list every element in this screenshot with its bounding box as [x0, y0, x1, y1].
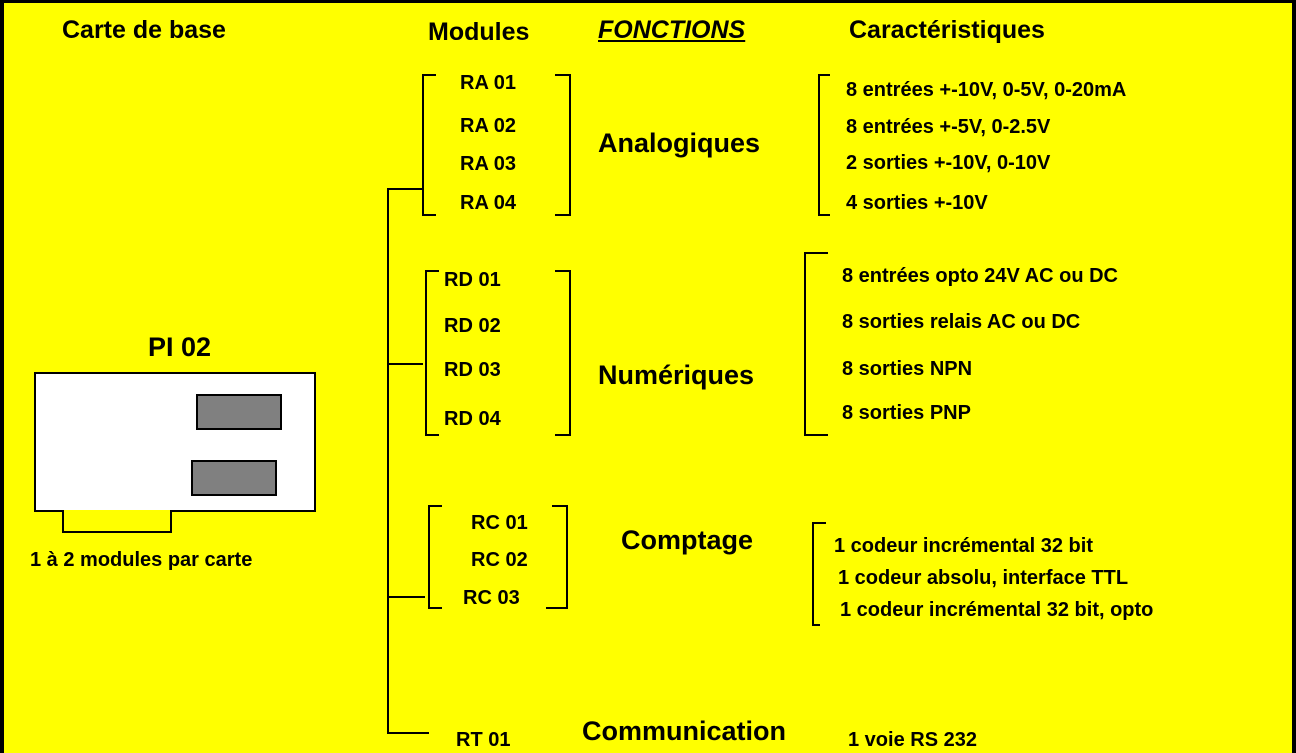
- tree-trunk: [387, 188, 389, 734]
- analog-char-bracket-bottom: [818, 214, 830, 216]
- analog-bracket-left-bottom: [422, 214, 436, 216]
- counting-bracket-right: [566, 505, 568, 609]
- characteristic: 2 sorties +-10V, 0-10V: [846, 152, 1051, 174]
- counting-bracket-right-bottom: [546, 607, 566, 609]
- characteristic: 8 entrées +-5V, 0-2.5V: [846, 116, 1051, 138]
- function-label: Communication: [582, 716, 787, 746]
- analog-bracket-left: [422, 74, 424, 216]
- module-label: RD 02: [444, 315, 501, 337]
- module-label: RD 03: [444, 359, 501, 381]
- function-label: Numériques: [598, 360, 755, 390]
- counting-bracket-right-top: [552, 505, 566, 507]
- characteristic: 1 codeur incrémental 32 bit: [834, 535, 1093, 557]
- digital-char-bracket: [804, 252, 806, 436]
- header-modules: Modules: [428, 18, 530, 46]
- function-label: Analogiques: [598, 128, 761, 158]
- digital-bracket-right-bottom: [555, 434, 569, 436]
- digital-bracket-left-bottom: [425, 434, 439, 436]
- characteristic: 8 entrées +-10V, 0-5V, 0-20mA: [846, 79, 1127, 101]
- base-card-capacity: 1 à 2 modules par carte: [30, 549, 253, 571]
- characteristic: 1 codeur absolu, interface TTL: [838, 567, 1129, 589]
- header-base-card: Carte de base: [62, 16, 226, 44]
- characteristic: 8 entrées opto 24V AC ou DC: [842, 265, 1118, 287]
- function-label: Comptage: [621, 525, 754, 555]
- card-edge-connector: [62, 510, 172, 533]
- counting-bracket-left-top: [428, 505, 442, 507]
- characteristic: 4 sorties +-10V: [846, 192, 988, 214]
- analog-char-bracket-top: [818, 74, 830, 76]
- branch-digital: [387, 363, 423, 365]
- digital-bracket-right: [569, 270, 571, 436]
- characteristic: 8 sorties NPN: [842, 358, 973, 380]
- digital-char-bracket-top: [804, 252, 828, 254]
- module-label: RC 02: [471, 549, 528, 571]
- characteristic: 8 sorties PNP: [842, 402, 971, 424]
- base-card-name: PI 02: [148, 332, 212, 362]
- module-label: RA 04: [460, 192, 516, 214]
- module-label: RC 03: [463, 587, 520, 609]
- analog-bracket-right: [569, 74, 571, 216]
- digital-bracket-left: [425, 270, 427, 436]
- module-label: RD 04: [444, 408, 501, 430]
- counting-char-bracket: [812, 522, 814, 626]
- analog-bracket-left-top: [422, 74, 436, 76]
- analog-bracket-right-top: [555, 74, 569, 76]
- module-slot-1: [196, 394, 282, 430]
- characteristic: 1 codeur incrémental 32 bit, opto: [840, 599, 1154, 621]
- analog-char-bracket: [818, 74, 820, 216]
- header-characteristics: Caractéristiques: [849, 16, 1045, 44]
- digital-bracket-left-top: [425, 270, 439, 272]
- module-label: RC 01: [471, 512, 528, 534]
- module-label: RA 02: [460, 115, 516, 137]
- characteristic: 1 voie RS 232: [848, 729, 977, 751]
- digital-bracket-right-top: [555, 270, 569, 272]
- analog-bracket-right-bottom: [555, 214, 569, 216]
- branch-analog: [387, 188, 423, 190]
- branch-communication: [387, 732, 429, 734]
- module-label: RA 01: [460, 72, 516, 94]
- counting-char-bracket-top: [812, 522, 826, 524]
- counting-bracket-left-bottom: [428, 607, 442, 609]
- header-functions: FONCTIONS: [598, 16, 746, 44]
- base-card-illustration: [34, 372, 316, 512]
- counting-char-bracket-bottom: [812, 624, 820, 626]
- module-label: RT 01: [456, 729, 511, 751]
- counting-bracket-left: [428, 505, 430, 609]
- branch-counting: [387, 596, 425, 598]
- module-slot-2: [191, 460, 277, 496]
- characteristic: 8 sorties relais AC ou DC: [842, 311, 1081, 333]
- module-label: RA 03: [460, 153, 516, 175]
- module-label: RD 01: [444, 269, 501, 291]
- digital-char-bracket-bottom: [804, 434, 828, 436]
